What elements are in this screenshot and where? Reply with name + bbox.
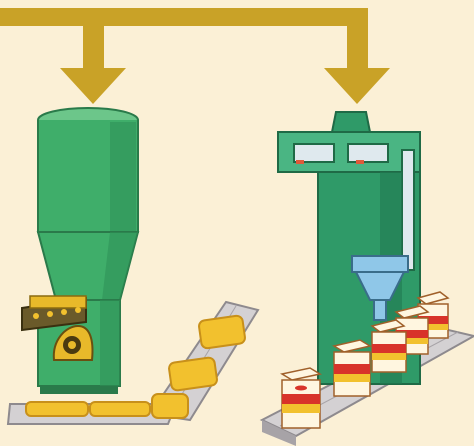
- outlet-hole: [33, 313, 39, 319]
- outlet-hole: [75, 307, 81, 313]
- bread-outlet-top: [30, 296, 86, 308]
- right-machine-cap: [332, 112, 370, 132]
- bread-slice: [26, 402, 88, 416]
- machine-window: [294, 144, 334, 162]
- bread-slice: [152, 394, 188, 418]
- indicator-light: [356, 160, 364, 164]
- machine-window: [348, 144, 388, 162]
- bread-slice: [198, 315, 245, 349]
- bread-slice: [90, 402, 150, 416]
- left-machine-base: [40, 386, 118, 394]
- feed-pipe: [402, 150, 414, 270]
- motor-hub: [68, 341, 76, 349]
- hopper-nozzle: [374, 300, 386, 320]
- left-machine-lower-shade: [100, 300, 120, 386]
- bread-slice: [168, 357, 217, 391]
- outlet-hole: [47, 311, 53, 317]
- indicator-light: [296, 160, 304, 164]
- outlet-hole: [61, 309, 67, 315]
- hopper-top: [352, 256, 408, 272]
- left-machine-shade: [110, 122, 136, 232]
